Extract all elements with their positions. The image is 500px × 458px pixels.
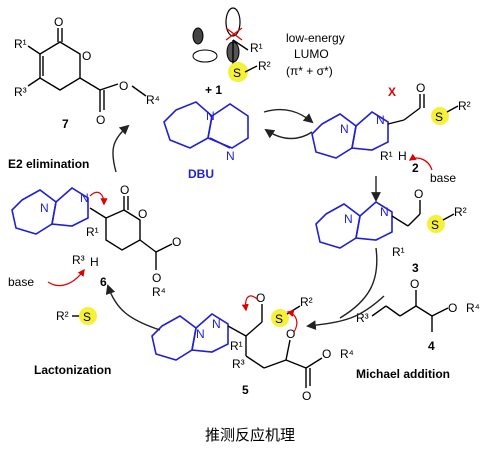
lumo-line-1: low-energy	[286, 31, 345, 45]
c2-o: O	[416, 81, 425, 95]
c5-n: N	[212, 317, 221, 331]
c7-ether-o: O	[119, 79, 128, 93]
e2-elimination-label: E2 elimination	[8, 157, 89, 171]
compound-1-orbital: S R¹ R² + 1	[192, 7, 271, 97]
c2-n: N	[376, 113, 385, 127]
figure-caption: 推测反应机理	[204, 426, 295, 444]
c7-carbonyl-o: O	[54, 15, 63, 29]
arrow-3-to-5	[339, 247, 378, 319]
c2-r2: R²	[458, 99, 471, 113]
base-label-2: base	[430, 171, 456, 185]
compound-6-label: 6	[100, 275, 107, 289]
c6-o-ring: O	[138, 207, 147, 221]
michael-addition-label: Michael addition	[356, 367, 450, 381]
c4-r4: R⁴	[466, 301, 480, 315]
c3-r2: R²	[454, 205, 467, 219]
c7-ester-o: O	[96, 113, 105, 127]
c6-o-ether: O	[172, 235, 181, 249]
c6-r1: R¹	[86, 225, 99, 239]
lumo-line-2: LUMO	[294, 47, 329, 61]
c6-h: H	[90, 255, 99, 269]
compound-7-structure: O O O O R⁴ R¹ R³ 7	[14, 15, 160, 131]
thiolate-r2: R²	[56, 309, 69, 323]
compound-3-label: 3	[412, 261, 419, 275]
c5-r1: R¹	[230, 339, 243, 353]
c1-r1: R¹	[250, 41, 263, 55]
compound-4-structure: O O R⁴ R³ 4	[356, 277, 480, 353]
c5-r3: R³	[232, 357, 245, 371]
c7-r1: R¹	[14, 37, 27, 51]
c5-sulfur: S	[275, 312, 283, 326]
c2-h: H	[398, 149, 407, 163]
arrow-6-to-7	[112, 124, 130, 173]
c6-o-lactone: O	[120, 183, 129, 197]
dbu-structure: N N DBU	[163, 101, 249, 181]
c6-r4: R⁴	[152, 285, 166, 299]
x-counterion: X	[388, 85, 396, 99]
dbu-n1: N	[206, 109, 215, 123]
plus-compound-1: + 1	[205, 83, 222, 97]
c2-r1: R¹	[380, 149, 393, 163]
c5-o-thioester: O	[256, 291, 265, 305]
lactonization-label: Lactonization	[34, 363, 111, 377]
compound-5-structure: N N S R² O O O O R⁴ R¹ R³ 5	[151, 291, 354, 403]
compound-4-label: 4	[428, 339, 435, 353]
c2-sulfur: S	[435, 110, 443, 124]
compound-6-structure: N N O O O O R⁴ R¹ R³ H 6 base	[8, 183, 181, 299]
c4-o-ether: O	[448, 301, 457, 315]
compound-2-label: 2	[412, 161, 419, 175]
c6-r3: R³	[72, 253, 85, 267]
arrow-to-5	[306, 295, 385, 331]
dbu-label: DBU	[188, 167, 214, 181]
compound-2-structure: N N S R² O R¹ H X 2 base	[311, 81, 471, 185]
c6-n-plus: N	[40, 201, 49, 215]
c6-o-ester: O	[152, 271, 161, 285]
sulfur-highlight	[228, 62, 248, 82]
base-label-6: base	[8, 275, 34, 289]
compound-5-label: 5	[242, 383, 249, 397]
compound-3-structure: N N S R² O R¹ 3	[315, 187, 467, 275]
c4-o-keto: O	[410, 277, 419, 291]
c6-n: N	[80, 191, 89, 205]
arrow-2-to-dbu	[264, 128, 313, 140]
thiolate-s: S	[83, 310, 91, 324]
arrow-dbu-to-2	[263, 108, 314, 124]
c5-n-plus: N	[196, 327, 205, 341]
compound-7-label: 7	[62, 117, 69, 131]
c2-n-plus: N	[340, 122, 349, 136]
thiolate-leaving-group: R² S	[56, 307, 97, 325]
c3-sulfur: S	[431, 218, 439, 232]
c7-r3: R³	[14, 85, 27, 99]
c5-o-ether: O	[322, 347, 331, 361]
c7-ring-o: O	[82, 49, 91, 63]
scheme-svg: O O O O R⁴ R¹ R³ 7 E2 elimination S R¹ R…	[8, 7, 480, 403]
c3-r1: R¹	[392, 245, 405, 259]
c5-o-ester: O	[302, 389, 311, 403]
dbu-n2: N	[226, 149, 235, 163]
c7-r4: R⁴	[146, 93, 160, 107]
c1-sulfur: S	[233, 66, 241, 80]
c3-n: N	[380, 205, 389, 219]
c1-r2: R²	[258, 59, 271, 73]
c3-o: O	[414, 187, 423, 201]
c5-r2: R²	[300, 295, 313, 309]
arrow-5-to-6	[105, 284, 161, 331]
c5-o-enolate: O	[286, 327, 295, 341]
c3-n-plus: N	[344, 212, 353, 226]
c5-r4: R⁴	[340, 347, 354, 361]
lumo-line-3: (π* + σ*)	[286, 64, 333, 78]
